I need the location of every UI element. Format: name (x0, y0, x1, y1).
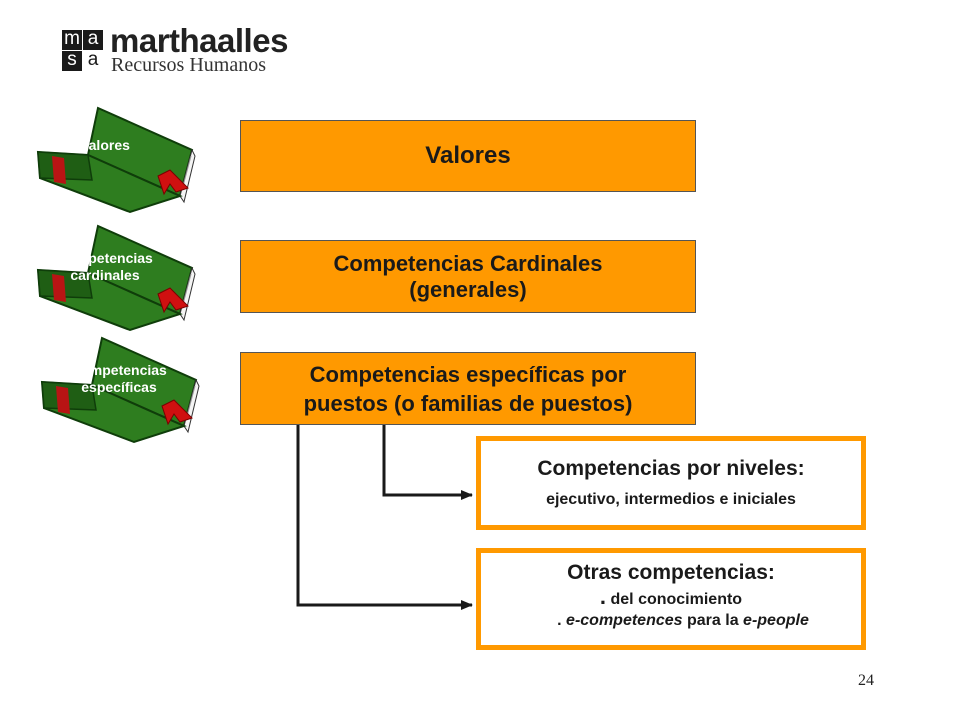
book-especificas-icon: Competencias específicas (34, 330, 209, 445)
otras-title: Otras competencias: (567, 561, 775, 584)
box-valores: Valores (240, 120, 696, 192)
logo-name: marthaalles (110, 22, 288, 59)
otras-bullet-1: . del conocimiento (481, 584, 861, 610)
box-especificas: Competencias específicas por puestos (o … (240, 352, 696, 425)
box-especificas-line-1: Competencias específicas por (309, 361, 627, 387)
box-especificas-line-2: puestos (o familias de puestos) (303, 390, 633, 416)
book-cardinales-label: Competencias cardinales (30, 250, 180, 284)
arrow-to-niveles (382, 425, 473, 500)
otras-bullet-1-text: del conocimiento (610, 591, 743, 608)
box-valores-text: Valores (425, 142, 511, 169)
otras-bullet-2-italic-1: e-competences (566, 612, 683, 629)
logo-cell-a: a (83, 29, 103, 50)
book-valores-icon: Valores (30, 100, 205, 215)
logo-mark: m a s a (62, 29, 104, 72)
niveles-title: Competencias por niveles: (537, 457, 805, 480)
logo-cell-a2: a (83, 50, 103, 71)
otras-bullet-2: . e-competences para la e-people (481, 610, 861, 632)
otras-bullet-2-mark: . (557, 612, 562, 629)
arrow-to-otras (296, 425, 473, 610)
box-cardinales-line-2: (generales) (409, 276, 527, 302)
logo-cell-s: s (62, 50, 82, 71)
book-valores-line-1: Valores (80, 137, 130, 153)
niveles-detail: ejecutivo, intermedios e iniciales (546, 491, 796, 508)
box-otras: Otras competencias: . del conocimiento .… (476, 548, 866, 650)
otras-bullet-2-plain: para la (687, 612, 739, 629)
logo-cell-m: m (62, 29, 82, 50)
box-cardinales: Competencias Cardinales (generales) (240, 240, 696, 313)
book-especificas-line-2: específicas (81, 379, 157, 395)
book-cardinales-icon: Competencias cardinales (30, 218, 205, 333)
page-number: 24 (858, 672, 874, 689)
otras-bullet-2-italic-2: e-people (743, 612, 809, 629)
book-especificas-label: Competencias específicas (44, 362, 194, 396)
book-especificas-line-1: Competencias (71, 362, 167, 378)
logo-subtitle: Recursos Humanos (111, 54, 266, 76)
box-cardinales-line-1: Competencias Cardinales (333, 250, 603, 276)
company-logo: m a s a marthaalles Recursos Humanos (62, 22, 322, 76)
otras-bullet-1-mark: . (599, 584, 607, 609)
box-niveles: Competencias por niveles: ejecutivo, int… (476, 436, 866, 530)
book-valores-label: Valores (30, 137, 180, 154)
book-cardinales-line-2: cardinales (70, 267, 140, 283)
book-cardinales-line-1: Competencias (57, 250, 153, 266)
